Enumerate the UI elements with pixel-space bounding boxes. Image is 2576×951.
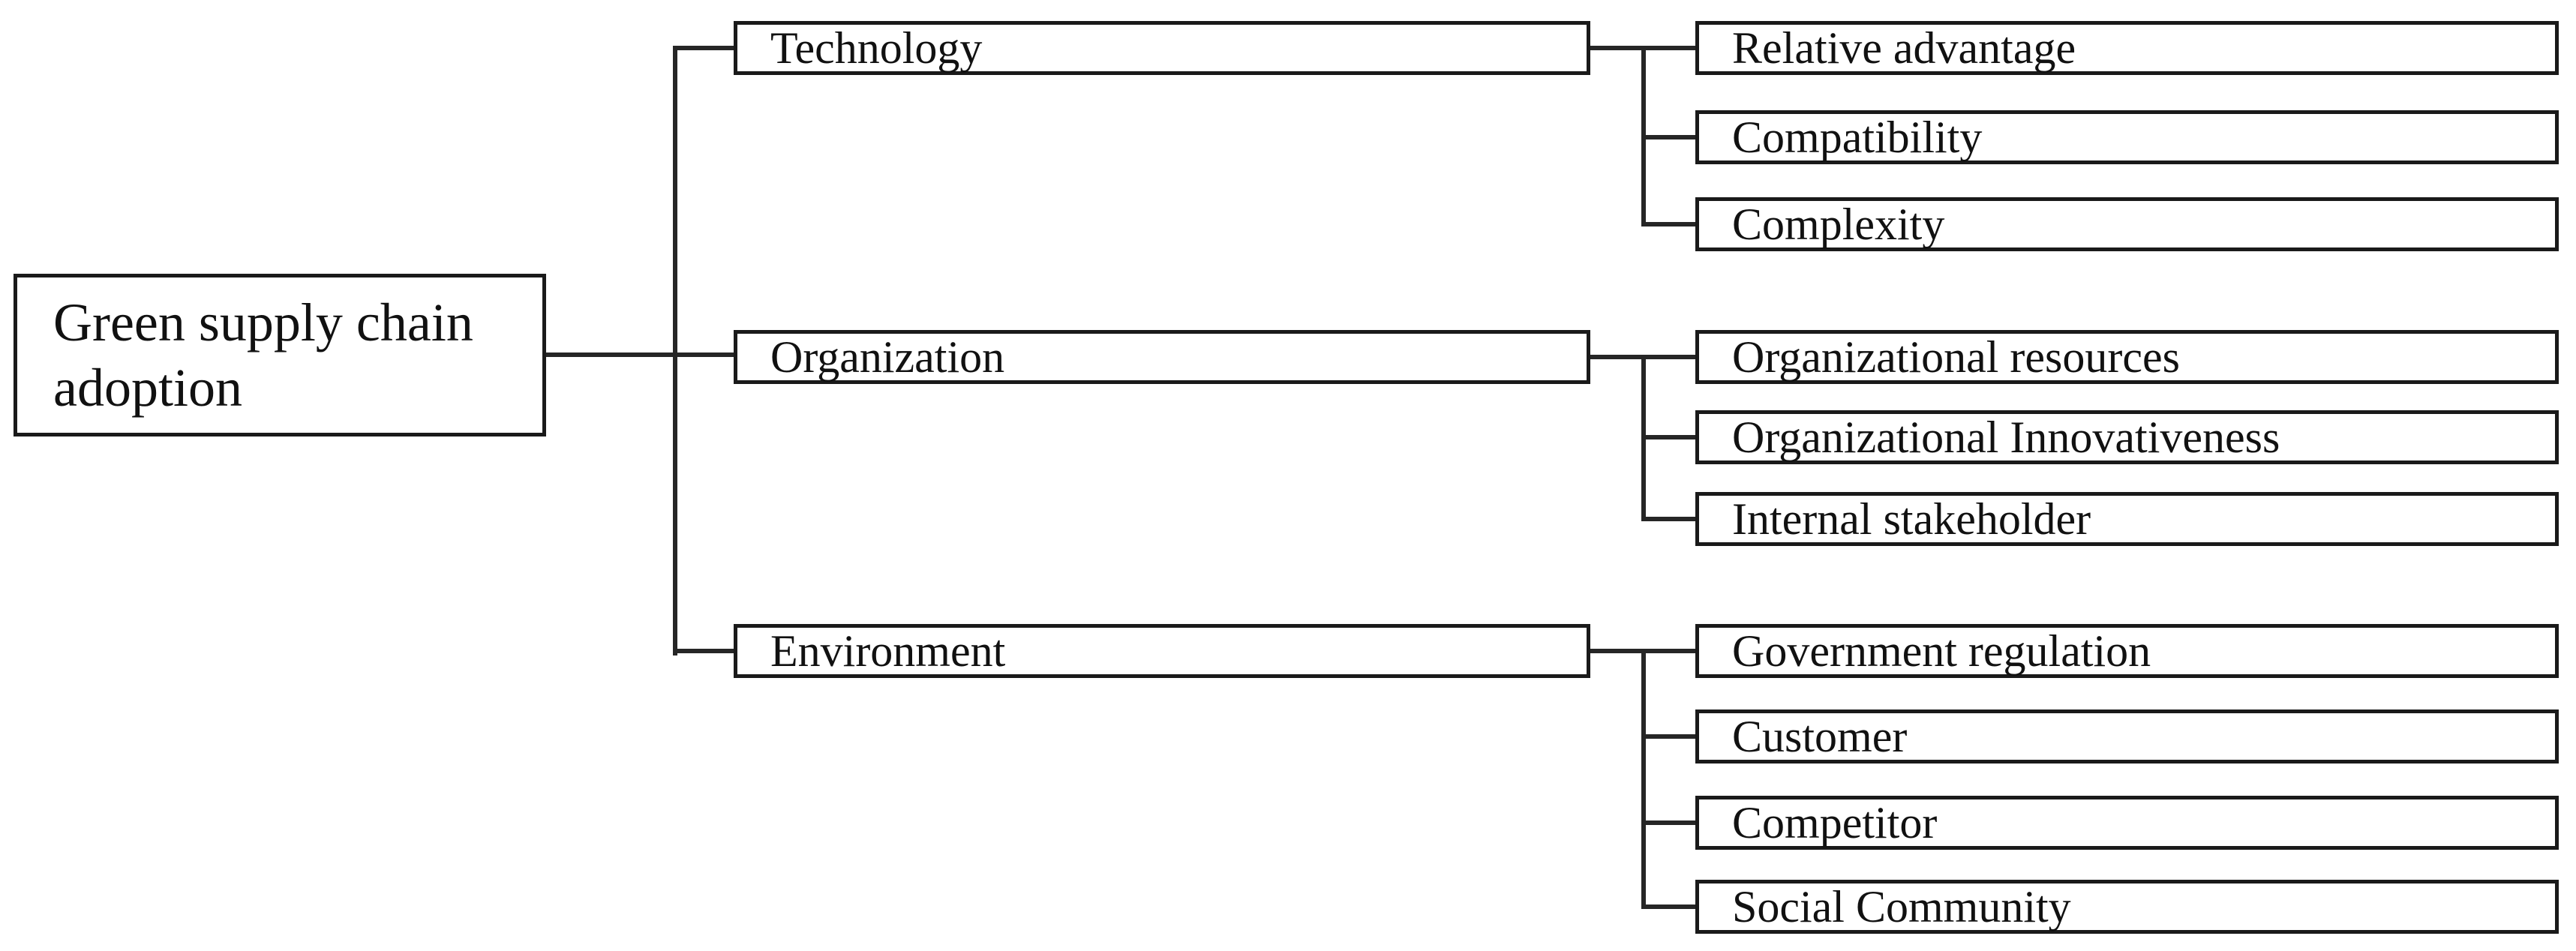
node-label: Social Community [1732,881,2071,932]
node-label: Organization [770,332,1005,382]
connector-to-internal-stakeholder [1641,517,1695,521]
node-technology: Technology [734,21,1590,75]
node-label: Organizational resources [1732,332,2180,382]
connector-trunk-to-environment [673,649,734,653]
node-complexity: Complexity [1695,197,2559,251]
node-label: Environment [770,626,1006,676]
node-compatibility: Compatibility [1695,110,2559,164]
connector-to-organizational-innovativeness [1641,435,1695,440]
connector-environment-branch-vertical [1641,649,1646,909]
node-label: Compatibility [1732,112,1983,162]
connector-to-complexity [1641,222,1695,226]
connector-to-customer [1641,734,1695,739]
node-organization: Organization [734,330,1590,384]
node-environment: Environment [734,624,1590,678]
node-label: Customer [1732,711,1908,761]
node-relative-advantage: Relative advantage [1695,21,2559,75]
node-organizational-innovativeness: Organizational Innovativeness [1695,410,2559,464]
connector-root-to-trunk [546,352,734,357]
node-organizational-resources: Organizational resources [1695,330,2559,384]
connector-trunk-to-technology [673,46,734,50]
node-customer: Customer [1695,710,2559,764]
connector-to-social-community [1641,904,1695,909]
node-internal-stakeholder: Internal stakeholder [1695,492,2559,546]
connector-to-compatibility [1641,135,1695,140]
connector-to-competitor [1641,820,1695,825]
node-label: Technology [770,22,983,73]
connector-trunk-vertical [673,46,677,656]
node-label: Complexity [1732,199,1945,249]
node-label: Internal stakeholder [1732,494,2091,544]
node-social-community: Social Community [1695,880,2559,934]
node-green-supply-chain-adoption: Green supply chain adoption [14,274,546,436]
node-label: Green supply chain adoption [53,292,473,418]
node-label: Relative advantage [1732,22,2076,73]
node-label: Organizational Innovativeness [1732,412,2280,462]
node-competitor: Competitor [1695,796,2559,850]
node-label: Government regulation [1732,626,2151,676]
node-label: Competitor [1732,797,1938,848]
node-government-regulation: Government regulation [1695,624,2559,678]
